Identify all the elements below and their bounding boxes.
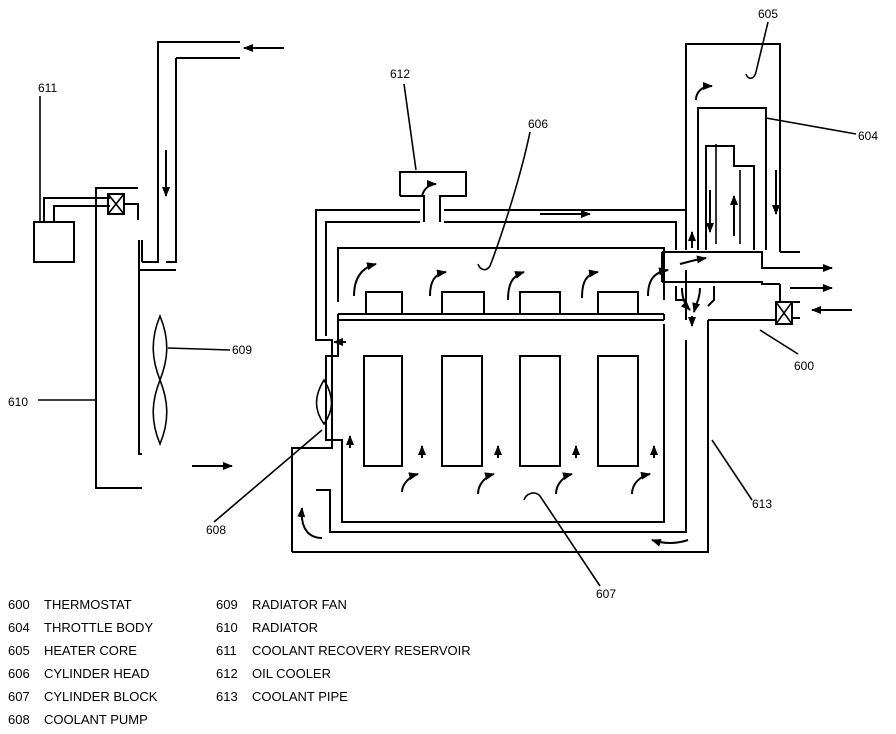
radiator xyxy=(95,41,240,489)
cylinder-block xyxy=(316,320,687,533)
legend-label: COOLANT RECOVERY RESERVOIR xyxy=(252,643,471,658)
throttle-body xyxy=(661,251,800,307)
legend-number: 612 xyxy=(216,666,238,681)
legend-label: CYLINDER HEAD xyxy=(44,666,150,681)
legend-number: 609 xyxy=(216,597,238,612)
callout-605: 605 xyxy=(758,7,778,21)
callout-numbers: 611 612 606 605 604 609 600 610 613 608 … xyxy=(8,7,878,601)
coolant-pump xyxy=(315,378,333,426)
callout-600: 600 xyxy=(794,359,814,373)
cooling-system-diagram: 611 612 606 605 604 609 600 610 613 608 … xyxy=(8,7,878,601)
legend-label: COOLANT PUMP xyxy=(44,712,148,727)
legend-number: 610 xyxy=(216,620,238,635)
legend-label: CYLINDER BLOCK xyxy=(44,689,158,704)
callout-608: 608 xyxy=(206,523,226,537)
callout-611: 611 xyxy=(38,81,57,95)
callout-607: 607 xyxy=(596,587,616,601)
legend-number: 600 xyxy=(8,597,30,612)
legend-number: 607 xyxy=(8,689,30,704)
legend-number: 611 xyxy=(216,643,237,658)
engine-inner-jacket xyxy=(325,221,677,336)
legend-label: OIL COOLER xyxy=(252,666,331,681)
leader-lines xyxy=(38,21,857,587)
legend-label: THROTTLE BODY xyxy=(44,620,154,635)
callout-609: 609 xyxy=(232,343,252,357)
legend-number: 608 xyxy=(8,712,30,727)
legend-label: THERMOSTAT xyxy=(44,597,132,612)
thermostat xyxy=(708,284,800,325)
callout-606: 606 xyxy=(528,117,548,131)
legend: 600 THERMOSTAT 604 THROTTLE BODY 605 HEA… xyxy=(0,593,896,734)
heater-core xyxy=(685,43,781,252)
callout-613: 613 xyxy=(752,497,772,511)
legend-label: RADIATOR FAN xyxy=(252,597,347,612)
legend-label: HEATER CORE xyxy=(44,643,137,658)
legend-label: COOLANT PIPE xyxy=(252,689,348,704)
callout-612: 612 xyxy=(390,67,410,81)
legend-number: 605 xyxy=(8,643,30,658)
coolant-recovery-reservoir xyxy=(33,197,110,263)
legend-number: 604 xyxy=(8,620,30,635)
cylinder-head xyxy=(337,247,665,321)
callout-604: 604 xyxy=(858,129,878,143)
flow-arrows xyxy=(162,44,852,547)
legend-number: 606 xyxy=(8,666,30,681)
engine-outer-jacket xyxy=(291,209,709,553)
legend-label: RADIATOR xyxy=(252,620,318,635)
radiator-fan xyxy=(152,313,168,447)
oil-cooler xyxy=(399,171,467,222)
legend-number: 613 xyxy=(216,689,238,704)
radiator-cap-valve xyxy=(95,187,139,220)
callout-610: 610 xyxy=(8,395,28,409)
